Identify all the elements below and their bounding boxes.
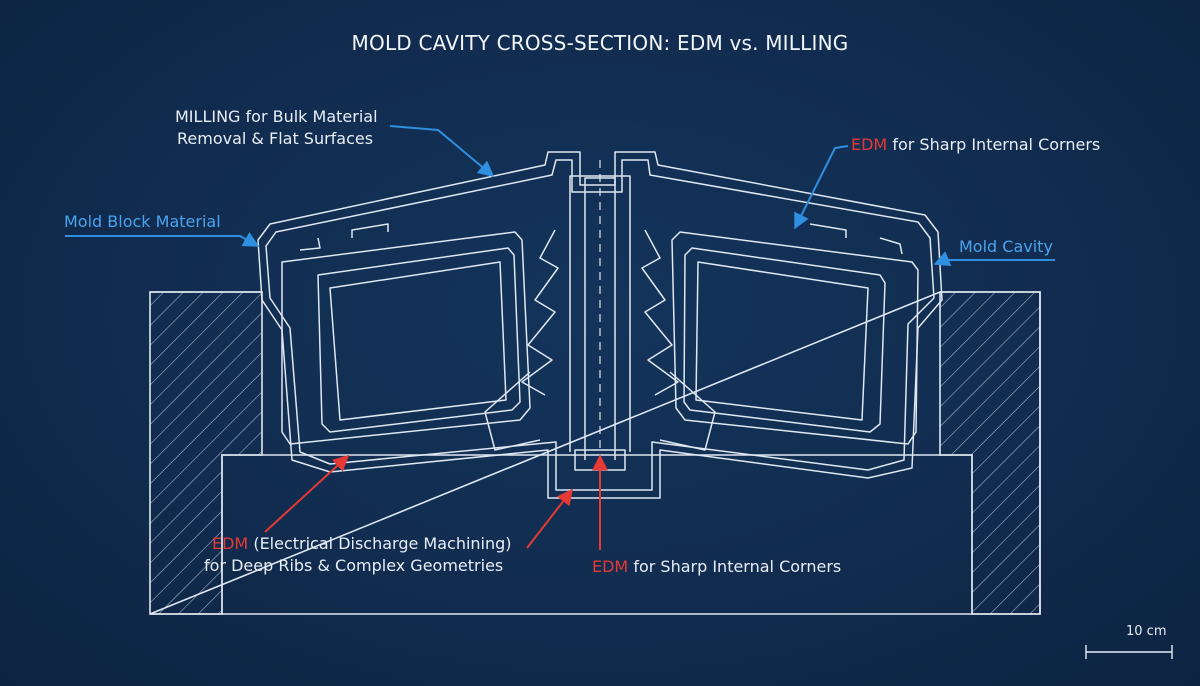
scale-bar [1085,645,1173,659]
label-edm-deep-text: (Electrical Discharge Machining) [248,534,512,553]
label-mold-block: Mold Block Material [64,212,221,231]
diagram-title: MOLD CAVITY CROSS-SECTION: EDM vs. MILLI… [351,31,849,55]
arrow-edm-deep-center [526,488,573,549]
label-edm-deep-line2: for Deep Ribs & Complex Geometries [204,556,504,575]
scale-bar-label: 10 cm [1126,624,1167,639]
red-arrows [264,454,608,550]
arrow-mold-block [65,232,260,247]
blue-arrows [65,125,1055,267]
edm-keyword: EDM [592,557,629,576]
label-milling-line2: Removal & Flat Surfaces [177,129,374,148]
label-mold-cavity: Mold Cavity [959,237,1053,256]
arrow-edm-top-right [794,145,849,230]
label-edm-top-right: EDM for Sharp Internal Corners [851,134,1100,156]
label-edm-bottom: EDM for Sharp Internal Corners [592,556,841,578]
label-milling-line1: MILLING for Bulk Material [175,107,378,126]
molded-part [257,151,943,499]
label-edm-bottom-text: for Sharp Internal Corners [628,557,842,576]
arrow-edm-deep-ribs [264,454,350,533]
mold-block [149,291,1041,615]
arrow-mold-cavity [933,251,1055,267]
arrow-milling [389,125,495,178]
label-edm-top-right-text: for Sharp Internal Corners [887,135,1101,154]
label-edm-deep-line1: EDM (Electrical Discharge Machining) [212,533,512,555]
edm-keyword: EDM [212,534,249,553]
edm-keyword: EDM [851,135,888,154]
